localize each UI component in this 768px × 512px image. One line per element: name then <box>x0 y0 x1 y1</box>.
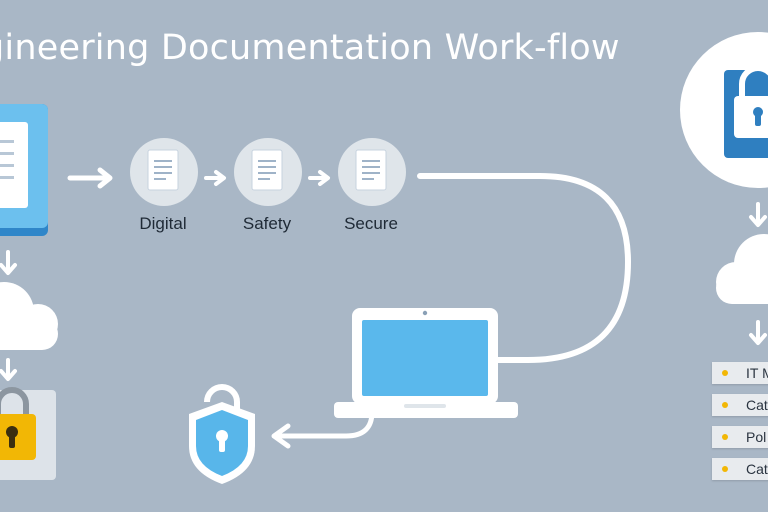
list-item: IT M <box>712 362 768 384</box>
list-item: Pol <box>712 426 768 448</box>
bullet-icon <box>722 370 728 376</box>
padlock-icon <box>0 387 56 480</box>
bullet-icon <box>722 434 728 440</box>
arrow-right-icon <box>204 170 226 186</box>
page-title: gineering Documentation Work-flow <box>0 28 620 68</box>
list-item: Cat <box>712 394 768 416</box>
arrow-down-icon <box>749 320 767 345</box>
shield-lock-icon <box>189 384 255 484</box>
step-label-secure: Secure <box>344 214 398 233</box>
arrow-down-icon <box>749 202 767 227</box>
padlock-icon <box>680 32 768 188</box>
step-digital-icon <box>130 138 198 206</box>
connector-line <box>417 173 632 363</box>
bullet-icon <box>722 402 728 408</box>
step-label-safety: Safety <box>242 214 292 233</box>
arrow-down-icon <box>0 358 17 381</box>
document-stack-icon <box>0 104 48 236</box>
arrow-right-icon <box>67 167 113 189</box>
cloud-icon <box>0 282 58 350</box>
arrow-down-icon <box>0 250 17 275</box>
step-safety-icon <box>234 138 302 206</box>
step-secure-icon <box>338 138 406 206</box>
arrow-left-icon <box>271 409 375 449</box>
step-label-digital: Digital <box>139 214 187 233</box>
bullet-icon <box>722 466 728 472</box>
cloud-icon <box>716 234 768 304</box>
list-item: Cat <box>712 458 768 480</box>
arrow-right-icon <box>308 170 330 186</box>
laptop-icon <box>334 308 518 418</box>
